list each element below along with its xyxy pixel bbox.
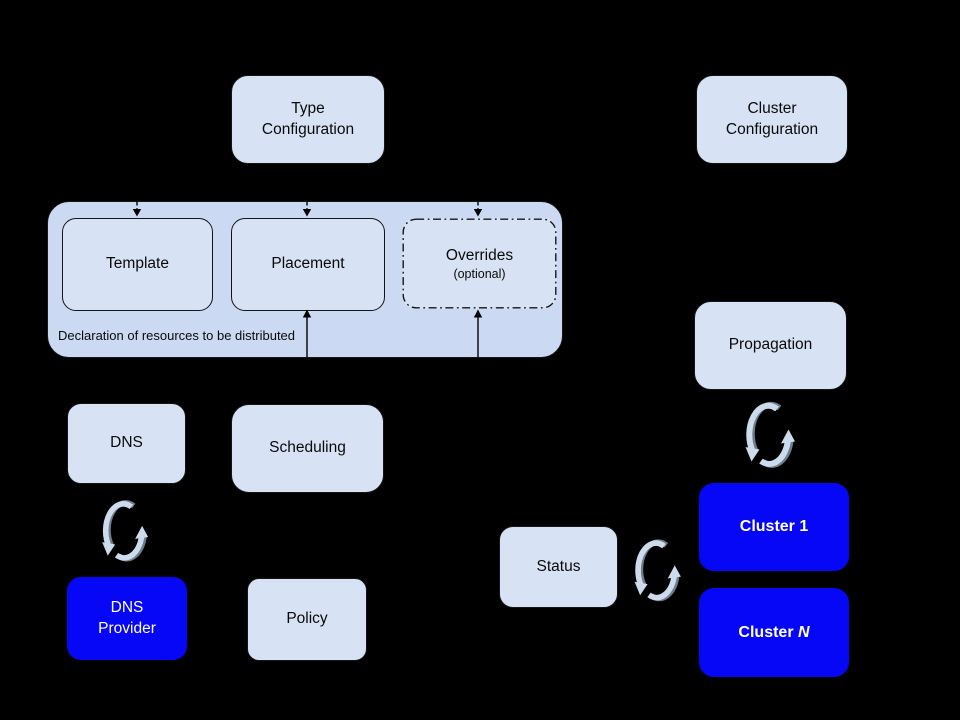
resource-group-caption: Declaration of resources to be distribut… (58, 328, 296, 343)
dns-label: DNS (110, 434, 143, 452)
node-template: Template (62, 218, 213, 311)
node-overrides-optional: Overrides (optional) (402, 218, 557, 309)
cluster-n-suffix: N (798, 623, 810, 641)
overrides-sublabel: (optional) (453, 266, 506, 281)
status-label: Status (536, 557, 581, 575)
node-policy: Policy (247, 578, 367, 661)
node-dns-provider: DNS Provider (67, 577, 187, 660)
dns-provider-label: DNS Provider (98, 599, 156, 637)
node-scheduling: Scheduling (231, 404, 384, 493)
policy-label: Policy (286, 610, 328, 628)
cluster-n-prefix: Cluster (738, 623, 798, 641)
placement-label: Placement (271, 255, 345, 273)
node-status: Status (499, 526, 618, 608)
sync-icon (741, 396, 797, 474)
sync-icon (630, 534, 683, 607)
overrides-label: Overrides (445, 247, 514, 265)
propagation-label: Propagation (728, 336, 813, 354)
node-dns: DNS (67, 403, 186, 484)
node-propagation: Propagation (694, 301, 847, 390)
sync-icon (98, 494, 150, 568)
node-placement: Placement (231, 218, 385, 311)
node-cluster-n: Cluster N (699, 588, 849, 677)
node-cluster-configuration: Cluster Configuration (696, 75, 848, 164)
cluster-n-label: Cluster N (738, 622, 809, 643)
node-type-configuration: Type Configuration (231, 75, 385, 164)
type-configuration-label: Type Configuration (261, 100, 355, 138)
cluster-configuration-label: Cluster Configuration (725, 100, 819, 138)
template-label: Template (106, 255, 169, 273)
node-cluster-1: Cluster 1 (699, 483, 849, 571)
scheduling-label: Scheduling (269, 439, 346, 457)
cluster-1-label: Cluster 1 (739, 518, 809, 536)
